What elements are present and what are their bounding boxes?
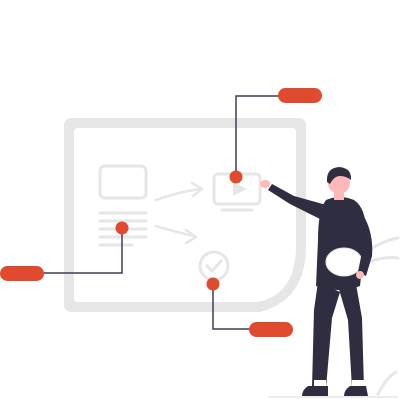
plant-decoration — [364, 236, 400, 396]
bottom-callout — [206, 277, 293, 337]
top-callout — [229, 88, 322, 184]
presentation-board-inner — [74, 128, 296, 302]
held-object — [325, 247, 363, 277]
placeholder-box-icon — [98, 164, 148, 200]
top-callout-pill — [278, 88, 322, 103]
play-icon — [233, 182, 247, 196]
person-figure — [260, 167, 373, 396]
person-arm-pointing — [268, 184, 330, 222]
person-hair — [326, 167, 352, 184]
person-shoe-right — [344, 386, 368, 396]
person-arm-left — [352, 210, 373, 276]
bottom-callout-dot — [206, 277, 220, 291]
left-callout — [0, 221, 129, 281]
arrow-right-icon — [154, 181, 204, 202]
left-callout-pill — [0, 266, 44, 281]
arrow-right-icon — [154, 224, 198, 245]
top-callout-dot — [229, 170, 243, 184]
person-hand — [260, 180, 270, 188]
person-leg-right — [338, 284, 364, 388]
person-shoe-left — [302, 386, 328, 396]
left-callout-dot — [115, 221, 129, 235]
bottom-callout-pill — [249, 322, 293, 337]
person-leg-left — [312, 282, 340, 388]
